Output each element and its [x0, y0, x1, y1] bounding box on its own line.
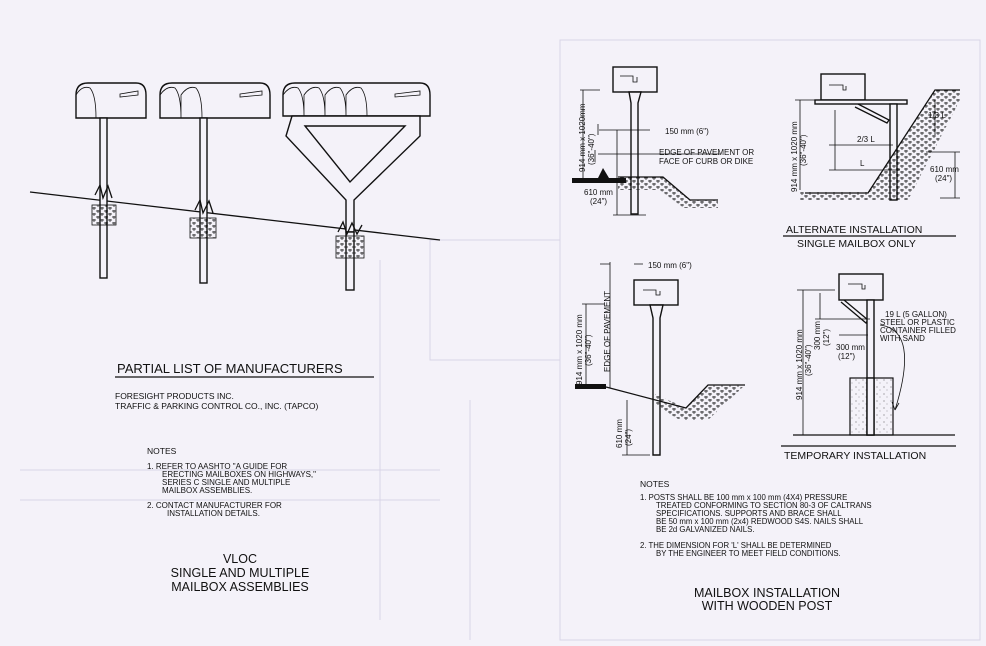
four-mailbox-assembly	[282, 82, 431, 291]
title-line: VLOC	[223, 552, 257, 566]
height-dimension: 914 mm x 1020 mm	[575, 314, 584, 385]
embed-dimension: 610 mm	[584, 188, 613, 197]
manufacturer-item: FORESIGHT PRODUCTS INC.	[115, 391, 234, 401]
note-line: SPECIFICATIONS. SUPPORTS AND BRACE SHALL	[656, 509, 842, 518]
container-label: WITH SAND	[880, 334, 925, 343]
height-dimension-imperial: (36"-40")	[804, 344, 813, 376]
height-dimension: 914 mm x 1020 mm	[790, 121, 799, 192]
alternate-subtitle: SINGLE MAILBOX ONLY	[797, 238, 916, 250]
vertical-300-dimension: 300 mm	[813, 321, 822, 350]
container-label: 19 L (5 GALLON)	[885, 310, 947, 319]
right-notes: NOTES 1. POSTS SHALL BE 100 mm x 100 mm …	[640, 479, 872, 558]
offset-dimension: 150 mm (6")	[665, 127, 709, 136]
one-third-l-label: 1/3 L	[928, 111, 946, 120]
left-notes: NOTES 1. REFER TO AASHTO "A GUIDE FOR ER…	[147, 446, 316, 518]
multiple-mailbox-assemblies-illustration	[29, 82, 441, 291]
container-label: CONTAINER FILLED	[880, 326, 956, 335]
edge-of-pavement-detail: 150 mm (6") EDGE OF PAVEMENT 914 mm x 10…	[575, 261, 745, 456]
manufacturers-section: PARTIAL LIST OF MANUFACTURERS FORESIGHT …	[115, 361, 374, 411]
title-line: WITH WOODEN POST	[702, 599, 833, 613]
notes-heading: NOTES	[147, 446, 177, 456]
edge-of-pavement-label: EDGE OF PAVEMENT	[603, 291, 612, 372]
temporary-installation-detail: 914 mm x 1020 mm (36"-40") 300 mm (12") …	[781, 273, 956, 462]
embed-dimension: 610 mm	[615, 419, 624, 448]
temporary-title: TEMPORARY INSTALLATION	[784, 450, 926, 462]
left-sheet-title: VLOC SINGLE AND MULTIPLE MAILBOX ASSEMBL…	[171, 552, 310, 594]
note-line: INSTALLATION DETAILS.	[167, 509, 260, 518]
offset-dimension: 150 mm (6")	[648, 261, 692, 270]
right-sheet-title: MAILBOX INSTALLATION WITH WOODEN POST	[694, 586, 840, 613]
horizontal-300-dimension-imperial: (12")	[838, 352, 855, 361]
notes-heading: NOTES	[640, 479, 670, 489]
note-line: ERECTING MAILBOXES ON HIGHWAYS,"	[162, 470, 316, 479]
vertical-300-dimension-imperial: (12")	[822, 329, 831, 346]
title-line: MAILBOX INSTALLATION	[694, 586, 840, 600]
container-label: STEEL OR PLASTIC	[880, 318, 955, 327]
l-label: L	[860, 159, 865, 168]
note-line: 2. THE DIMENSION FOR 'L' SHALL BE DETERM…	[640, 541, 832, 550]
standard-installation-detail: 914 mm x 1020mm (36"-40") 150 mm (6") ED…	[572, 66, 754, 216]
height-dimension: 914 mm x 1020 mm	[795, 329, 804, 400]
note-line: 1. POSTS SHALL BE 100 mm x 100 mm (4X4) …	[640, 493, 847, 502]
note-line: TREATED CONFORMING TO SECTION 80-3 OF CA…	[656, 501, 872, 510]
edge-label: FACE OF CURB OR DIKE	[659, 157, 753, 166]
edge-label: EDGE OF PAVEMENT OR	[659, 148, 754, 157]
title-line: SINGLE AND MULTIPLE	[171, 566, 310, 580]
height-dimension-imperial: (36"-40")	[587, 133, 596, 165]
embed-dimension: 610 mm	[930, 165, 959, 174]
note-line: BE 2d GALVANIZED NAILS.	[656, 525, 755, 534]
embed-dimension-imperial: (24")	[590, 197, 607, 206]
note-line: 1. REFER TO AASHTO "A GUIDE FOR	[147, 462, 287, 471]
note-line: BE 50 mm x 100 mm (2x4) REDWOOD S4S. NAI…	[656, 517, 864, 526]
height-dimension: 914 mm x 1020mm	[578, 103, 587, 172]
single-mailbox-assembly	[75, 82, 147, 279]
alternate-installation-detail: 914 mm x 1020 mm (36"-40") 1/3 L 2/3 L L…	[783, 73, 960, 250]
height-dimension-imperial: (36"-40")	[799, 134, 808, 166]
note-line: MAILBOX ASSEMBLIES.	[162, 486, 252, 495]
embed-dimension-imperial: (24")	[624, 429, 633, 446]
manufacturer-item: TRAFFIC & PARKING CONTROL CO., INC. (TAP…	[115, 401, 319, 411]
horizontal-300-dimension: 300 mm	[836, 343, 865, 352]
manufacturers-heading: PARTIAL LIST OF MANUFACTURERS	[117, 361, 343, 376]
alternate-title: ALTERNATE INSTALLATION	[786, 224, 922, 236]
title-line: MAILBOX ASSEMBLIES	[171, 580, 309, 594]
embed-dimension-imperial: (24")	[935, 174, 952, 183]
double-mailbox-assembly	[159, 82, 271, 284]
note-line: 2. CONTACT MANUFACTURER FOR	[147, 501, 282, 510]
note-line: SERIES C SINGLE AND MULTIPLE	[162, 478, 290, 487]
note-line: BY THE ENGINEER TO MEET FIELD CONDITIONS…	[656, 549, 841, 558]
bleed-through-ghost-lines	[20, 39, 981, 641]
two-third-l-label: 2/3 L	[857, 135, 875, 144]
height-dimension-imperial: (36"-40")	[584, 334, 593, 366]
